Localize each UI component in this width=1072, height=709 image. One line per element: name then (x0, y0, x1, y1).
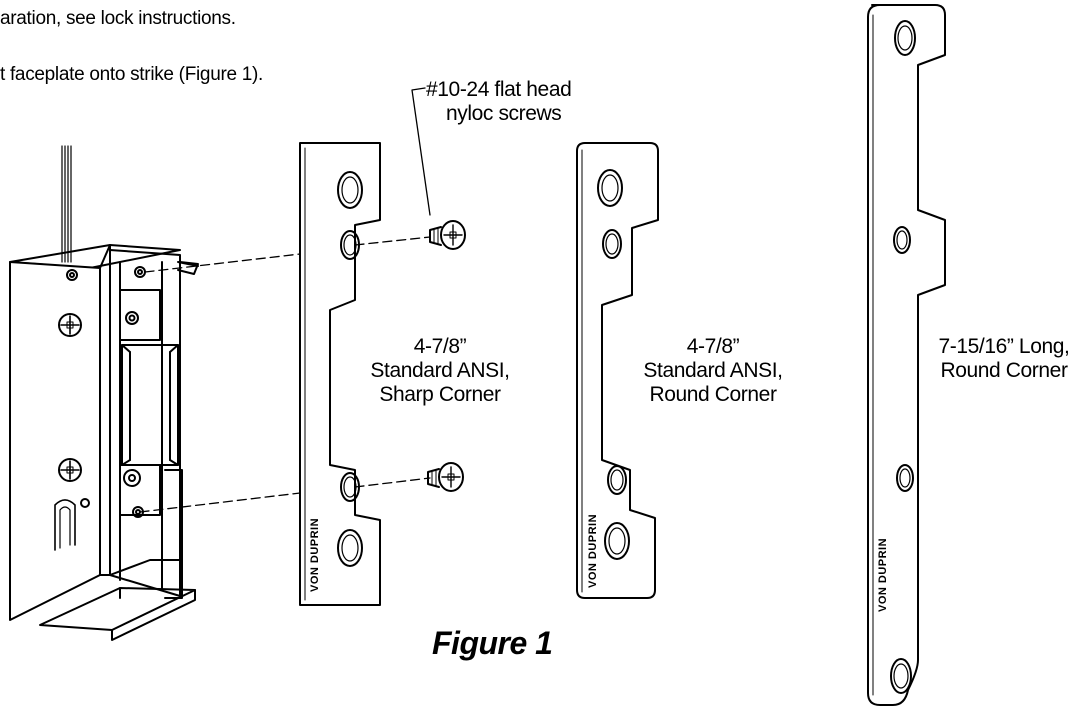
phillips-screw-icon (58, 458, 82, 482)
faceplate-brand-mark: VON DUPRIN (309, 518, 321, 592)
screw-callout-label: #10-24 flat head nyloc screws (426, 78, 572, 126)
faceplate-brand-mark: VON DUPRIN (877, 538, 889, 612)
faceplate-label-long: 7-15/16” Long, Round Corner (936, 335, 1072, 383)
phillips-screw-icon (58, 313, 82, 337)
faceplate-label-round: 4-7/8” Standard ANSI, Round Corner (638, 335, 788, 407)
figure-caption: Figure 1 (432, 625, 553, 661)
screw-callout-line-1: #10-24 flat head (426, 78, 572, 101)
faceplate-brand-mark: VON DUPRIN (587, 514, 599, 588)
faceplate-standard-sharp (299, 142, 381, 606)
faceplate-label-line: 7-15/16” Long, (938, 335, 1070, 358)
faceplate-label-line: 4-7/8” (413, 335, 467, 358)
faceplate-label-line: 4-7/8” (686, 335, 740, 358)
wire-leads (61, 145, 72, 263)
faceplate-label-line: Standard ANSI, (643, 359, 783, 382)
faceplate-label-sharp: 4-7/8” Standard ANSI, Sharp Corner (365, 335, 515, 407)
nyloc-screw-top (429, 220, 466, 250)
faceplate-long-round (867, 4, 946, 706)
faceplate-standard-round (576, 142, 659, 599)
faceplate-label-line: Round Corner (649, 383, 777, 406)
instruction-line-2: t faceplate onto strike (Figure 1). (0, 64, 264, 85)
screw-callout-line-2: nyloc screws (446, 102, 562, 125)
nyloc-screw-bottom (427, 462, 464, 492)
faceplate-label-line: Sharp Corner (379, 383, 501, 406)
faceplate-label-line: Standard ANSI, (370, 359, 510, 382)
instruction-line-1: aration, see lock instructions. (0, 8, 236, 29)
alignment-dashed-lines (139, 236, 431, 513)
screw-callout-leader (411, 87, 431, 216)
electric-strike-body (9, 145, 199, 641)
faceplate-label-line: Round Corner (940, 359, 1068, 382)
